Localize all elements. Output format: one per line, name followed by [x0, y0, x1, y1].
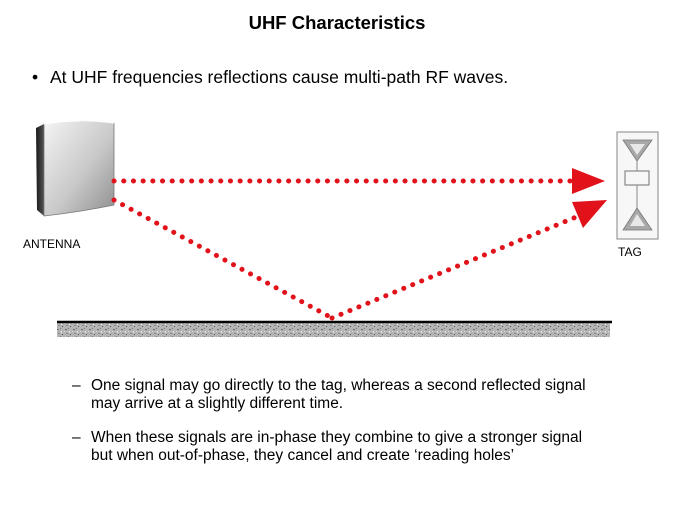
direct-signal-arrowhead [572, 168, 605, 194]
reflected-signal-path [111, 197, 607, 321]
main-bullet-text: At UHF frequencies reflections cause mul… [50, 67, 509, 87]
sub-point-1: – One signal may go directly to the tag,… [72, 377, 592, 413]
direct-signal-path [111, 168, 605, 194]
sub-point-2: – When these signals are in-phase they c… [72, 429, 592, 465]
ground-surface [57, 320, 612, 337]
antenna-label: ANTENNA [23, 237, 81, 251]
tag-label: TAG [618, 245, 642, 259]
sub-point-1-text: One signal may go directly to the tag, w… [91, 377, 586, 412]
reflected-signal-arrowhead [572, 200, 607, 228]
slide-title: UHF Characteristics [248, 12, 426, 33]
antenna-icon [36, 120, 115, 217]
main-bullet: • At UHF frequencies reflections cause mu… [32, 67, 508, 88]
dash-icon: – [72, 429, 81, 446]
bullet-dot-icon: • [32, 67, 39, 87]
dash-icon: – [72, 377, 81, 394]
rfid-tag-icon [616, 131, 659, 240]
sub-point-2-text: When these signals are in-phase they com… [91, 429, 583, 464]
